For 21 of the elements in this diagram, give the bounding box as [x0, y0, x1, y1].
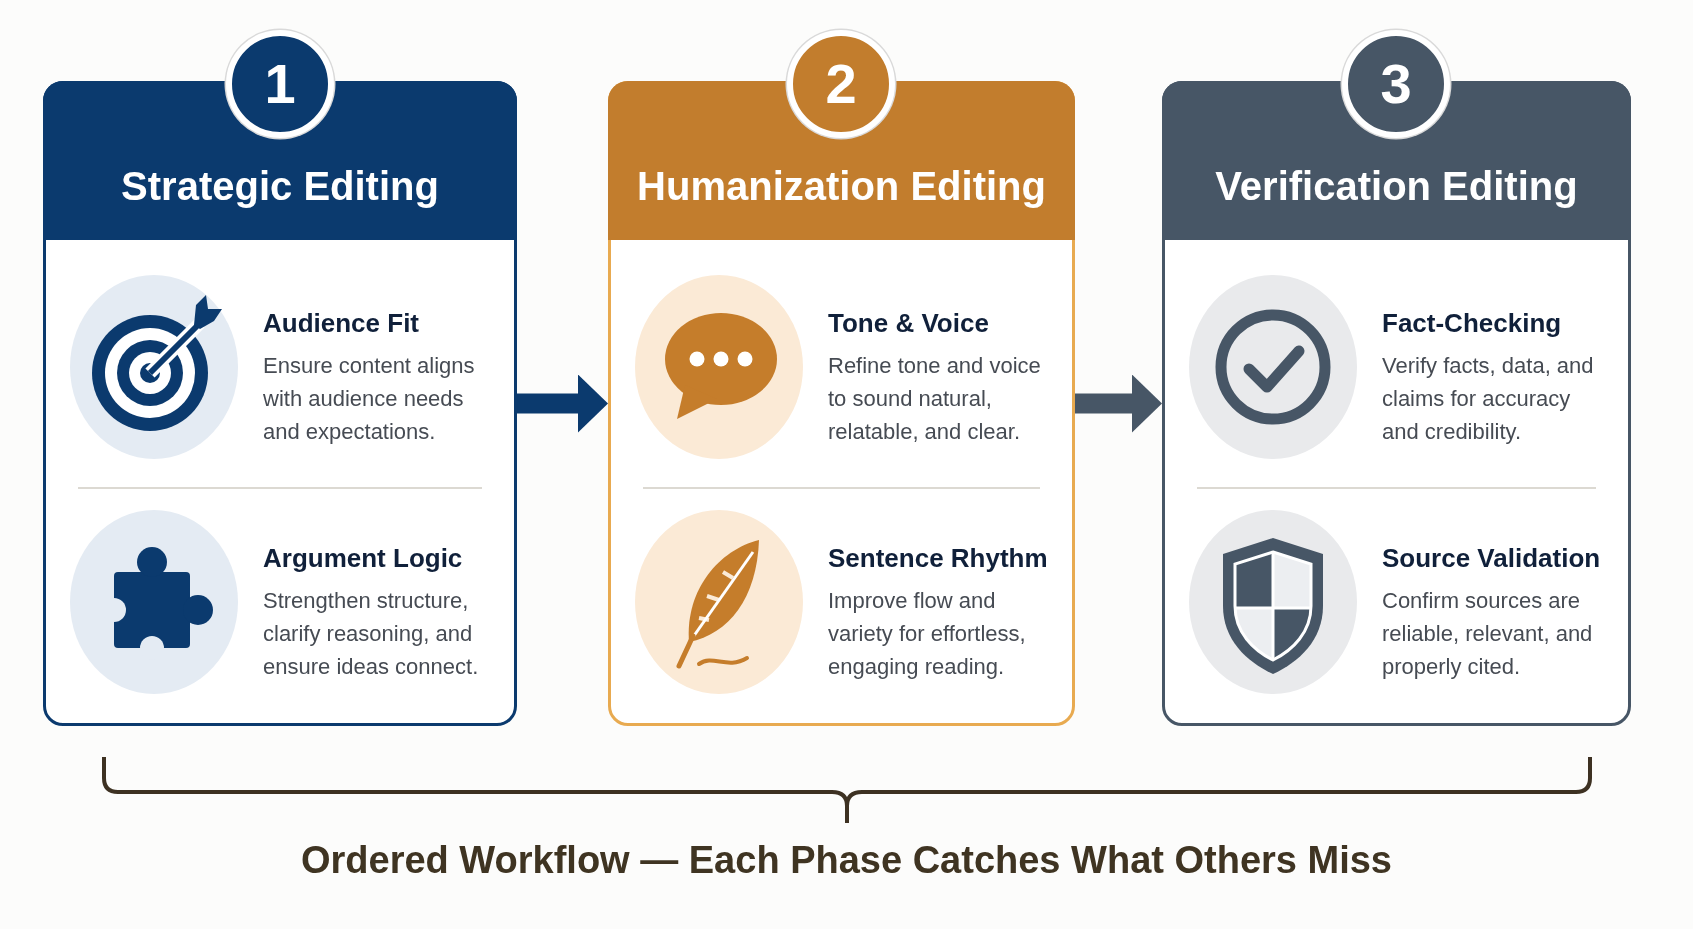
- card-title: Verification Editing: [1215, 163, 1578, 209]
- item-heading: Source Validation: [1382, 543, 1601, 573]
- item-description: Verify facts, data, and claims for accuracy and credibility.: [1382, 352, 1595, 446]
- card-title: Strategic Editing: [121, 163, 439, 209]
- item-heading: Sentence Rhythm: [828, 543, 1048, 573]
- item-description: Improve flow and variety for effortless, engaging reading.: [828, 587, 1027, 681]
- arrow: [1075, 374, 1162, 433]
- item-description: Strengthen structure, clarify reasoning, and ensure ideas connect.: [263, 587, 480, 681]
- step-number-circle: 3: [1342, 30, 1450, 138]
- step-number-circle: 2: [787, 30, 895, 138]
- step-number-circle: 1: [226, 30, 334, 138]
- arrow: [517, 374, 608, 433]
- item-description: Refine tone and voice to sound natural, relatable, and clear.: [828, 352, 1042, 446]
- item-heading: Argument Logic: [263, 543, 463, 573]
- item-description: Ensure content aligns with audience needs and expectations.: [263, 352, 476, 446]
- item-heading: Fact-Checking: [1382, 308, 1562, 338]
- caption: Ordered Workflow — Each Phase Catches What Others Miss: [300, 838, 1392, 883]
- item-description: Confirm sources are reliable, relevant, and properly cited.: [1382, 587, 1594, 681]
- card-title: Humanization Editing: [637, 163, 1046, 209]
- item-heading: Audience Fit: [263, 308, 419, 338]
- item-heading: Tone & Voice: [828, 308, 989, 338]
